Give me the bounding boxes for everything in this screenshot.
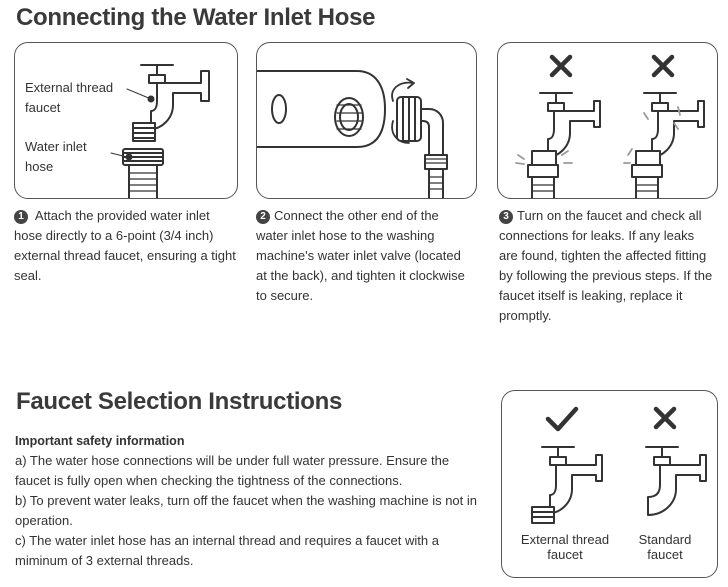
section-title-faucet-selection: Faucet Selection Instructions [16,388,343,415]
safety-information: Important safety information a) The wate… [15,431,485,571]
label-standard-faucet: Standard faucet [624,532,706,562]
faucet-right-line2: faucet [647,547,683,562]
faucet-right-line1: Standard [638,532,692,547]
panel-leak-check [497,42,718,199]
step-number-2: 2 [256,210,270,224]
panel-faucet-comparison: External thread faucet Standard faucet [501,390,718,578]
label-faucet-line2: faucet [25,100,61,115]
faucet-and-hose-illustration [110,64,210,198]
panel-inlet-valve [256,42,477,199]
label-external-thread-faucet: External thread faucet [25,78,113,118]
step-number-3: 3 [499,210,513,224]
step-text-1: Attach the provided water inlet hose dir… [14,208,236,283]
cross-icon [549,54,573,78]
label-hose-line2: hose [25,159,54,174]
faucet-comparison-illustration [531,406,707,524]
panel-faucet-hose: External thread faucet Water inlet hose [14,42,238,199]
safety-item-c: c) The water inlet hose has an internal … [15,533,439,568]
safety-title: Important safety information [15,434,185,448]
label-hose-line1: Water inlet [25,139,87,154]
safety-item-b: b) To prevent water leaks, turn off the … [15,493,478,528]
safety-item-a: a) The water hose connections will be un… [15,453,450,488]
inlet-valve-illustration [257,70,448,198]
step-text-3: Turn on the faucet and check all connect… [499,208,713,323]
step-1: 1 Attach the provided water inlet hose d… [14,206,236,286]
label-external-thread-faucet-2: External thread faucet [510,532,620,562]
faucet-left-line1: External thread [520,532,610,547]
cross-icon [653,406,677,430]
step-text-2: Connect the other end of the water inlet… [256,208,465,303]
label-faucet-line1: External thread [25,80,114,95]
clockwise-arrow-icon [406,78,415,89]
section-title-connecting: Connecting the Water Inlet Hose [16,4,376,31]
leak-check-illustration [515,54,705,198]
cross-icon [651,54,675,78]
label-water-inlet-hose: Water inlet hose [25,137,87,177]
step-number-1: 1 [14,210,28,224]
check-icon [545,406,579,432]
faucet-left-line2: faucet [547,547,583,562]
leak-droplets-icon [515,106,681,165]
